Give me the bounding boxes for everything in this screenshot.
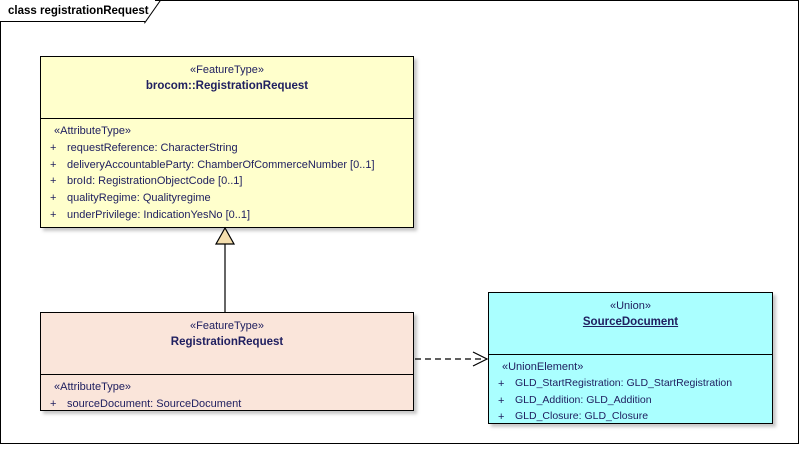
attribute-label: deliveryAccountableParty: ChamberOfComme… — [67, 158, 375, 171]
class-name: brocom::RegistrationRequest — [145, 80, 309, 93]
class-header-brocom-registrationrequest: «FeatureType» brocom::RegistrationReques… — [41, 57, 413, 118]
diagram-title-tab: class registrationRequest — [0, 0, 163, 24]
class-stereotype: «FeatureType» — [190, 320, 264, 332]
attribute-row[interactable]: + GLD_Addition: GLD_Addition — [489, 393, 768, 410]
attribute-row[interactable]: + GLD_StartRegistration: GLD_StartRegist… — [489, 376, 768, 393]
attributes-compartment: «AttributeType» + sourceDocument: Source… — [41, 375, 413, 410]
compartment-stereotype: «AttributeType» — [54, 125, 132, 137]
attribute-visibility: + — [50, 142, 57, 154]
attribute-visibility: + — [498, 394, 505, 407]
class-header-registrationrequest: «FeatureType» RegistrationRequest — [41, 313, 413, 374]
attribute-visibility: + — [50, 175, 57, 188]
attribute-label: GLD_Closure: GLD_Closure — [515, 410, 649, 423]
title-tab-underline — [0, 21, 145, 22]
attribute-row[interactable]: + deliveryAccountableParty: ChamberOfCom… — [41, 157, 409, 174]
attribute-row[interactable]: + broId: RegistrationObjectCode [0..1] — [41, 173, 409, 190]
class-box-registrationrequest[interactable]: «FeatureType» RegistrationRequest «Attri… — [40, 312, 414, 411]
class-header-sourcedocument: «Union» SourceDocument — [489, 293, 772, 354]
diagram-title-label: class registrationRequest — [8, 5, 149, 17]
attribute-row[interactable]: + qualityRegime: Qualityregime — [41, 190, 409, 207]
class-name: RegistrationRequest — [170, 336, 284, 349]
attribute-visibility: + — [498, 411, 505, 424]
attribute-label: underPrivilege: IndicationYesNo [0..1] — [67, 208, 251, 221]
compartment-stereotype: «UnionElement» — [502, 361, 584, 373]
attribute-visibility: + — [50, 208, 57, 221]
attribute-label: broId: RegistrationObjectCode [0..1] — [67, 175, 243, 188]
attribute-visibility: + — [50, 398, 57, 410]
class-compartment-divider — [41, 374, 413, 375]
attribute-label: GLD_StartRegistration: GLD_StartRegistra… — [515, 377, 733, 389]
class-box-sourcedocument[interactable]: «Union» SourceDocument «UnionElement» + … — [488, 292, 773, 424]
attribute-label: qualityRegime: Qualityregime — [67, 192, 211, 205]
attribute-row[interactable]: + GLD_Closure: GLD_Closure — [489, 409, 768, 424]
attributes-compartment: «AttributeType» + requestReference: Char… — [41, 119, 413, 227]
class-name: SourceDocument — [582, 316, 679, 329]
class-stereotype: «FeatureType» — [190, 64, 264, 76]
class-box-brocom-registrationrequest[interactable]: «FeatureType» brocom::RegistrationReques… — [40, 56, 414, 228]
class-compartment-divider — [41, 118, 413, 119]
attribute-visibility: + — [50, 192, 57, 205]
attribute-row[interactable]: + underPrivilege: IndicationYesNo [0..1] — [41, 207, 409, 224]
class-stereotype: «Union» — [610, 300, 651, 312]
attribute-label: GLD_Addition: GLD_Addition — [515, 393, 652, 406]
attribute-visibility: + — [498, 378, 505, 390]
attribute-label: sourceDocument: SourceDocument — [67, 398, 242, 410]
attributes-compartment: «UnionElement» + GLD_StartRegistration: … — [489, 355, 772, 424]
compartment-stereotype: «AttributeType» — [54, 381, 132, 393]
class-compartment-divider — [489, 354, 772, 355]
attribute-label: requestReference: CharacterString — [67, 142, 238, 154]
attribute-row[interactable]: + requestReference: CharacterString — [41, 140, 409, 157]
attribute-row[interactable]: + sourceDocument: SourceDocument — [41, 396, 409, 410]
attribute-visibility: + — [50, 158, 57, 171]
